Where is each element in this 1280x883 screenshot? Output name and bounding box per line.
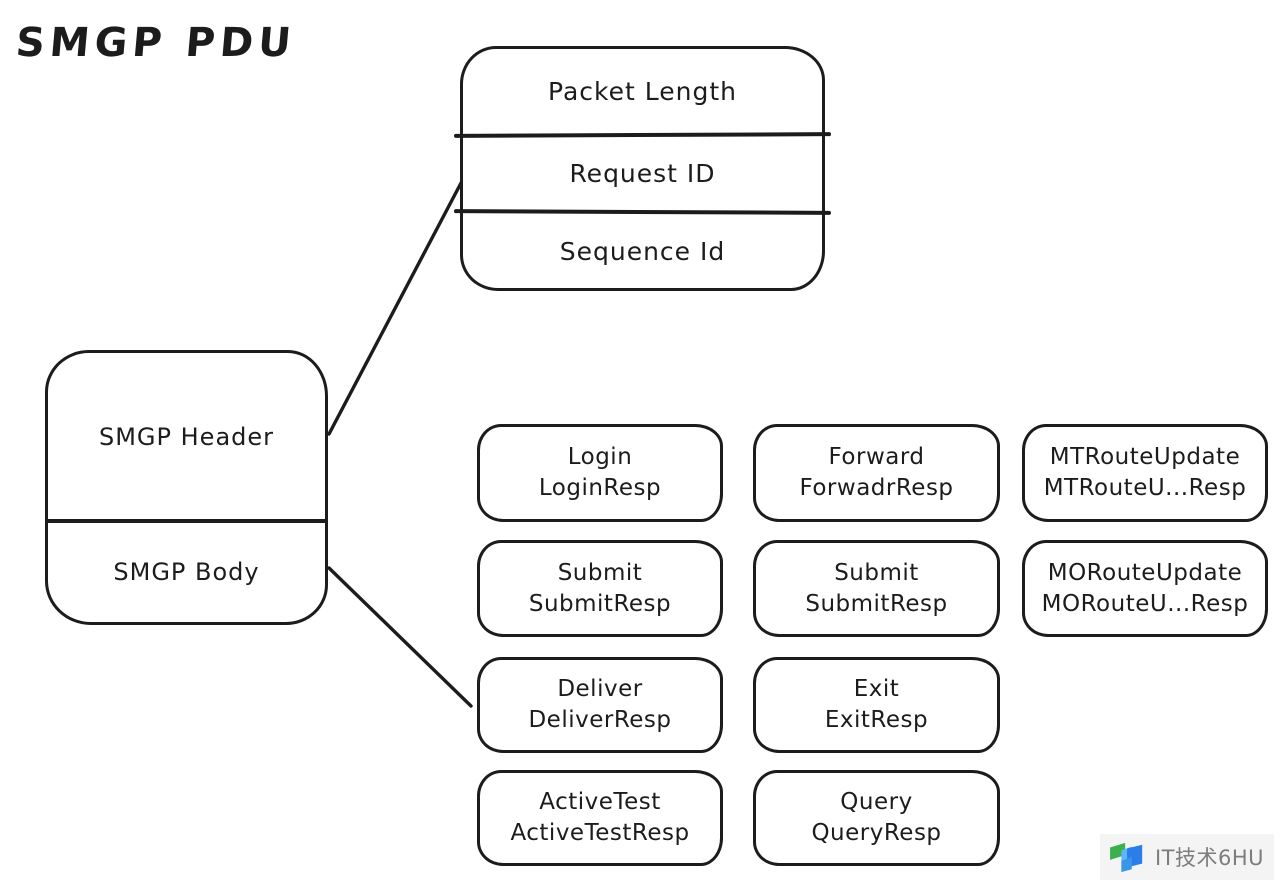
watermark-text: IT技术6HU bbox=[1154, 846, 1264, 870]
op-box-forward: Forward ForwadrResp bbox=[753, 424, 1000, 522]
pdu-box: SMGP Header SMGP Body bbox=[45, 350, 328, 625]
op-label: LoginResp bbox=[538, 475, 662, 501]
op-label: QueryResp bbox=[811, 820, 942, 846]
op-box-query: Query QueryResp bbox=[753, 770, 1000, 866]
watermark: IT技术6HU bbox=[1099, 834, 1274, 880]
field-request-id: Request ID bbox=[569, 158, 716, 188]
op-label: Submit bbox=[557, 559, 643, 586]
op-box-morouteupdate: MORouteUpdate MORouteU...Resp bbox=[1022, 540, 1268, 637]
op-label: Submit bbox=[834, 559, 919, 586]
op-label: Exit bbox=[853, 676, 900, 702]
op-label: DeliverResp bbox=[528, 707, 672, 733]
op-label: MTRouteU...Resp bbox=[1043, 475, 1247, 501]
op-label: ExitResp bbox=[824, 707, 929, 733]
op-box-mtrouteupdate: MTRouteUpdate MTRouteU...Resp bbox=[1022, 424, 1268, 522]
op-label: ActiveTest bbox=[539, 789, 661, 815]
pdu-body-section: SMGP Body bbox=[113, 557, 260, 586]
op-label: Forward bbox=[828, 444, 925, 470]
op-box-deliver: Deliver DeliverResp bbox=[477, 657, 723, 753]
op-label: ActiveTestResp bbox=[510, 820, 690, 846]
op-box-submit-1: Submit SubmitResp bbox=[477, 540, 723, 637]
op-label: MTRouteUpdate bbox=[1049, 444, 1241, 470]
divider-line bbox=[45, 519, 328, 523]
pdu-header-section: SMGP Header bbox=[98, 423, 275, 451]
field-packet-length: Packet Length bbox=[548, 77, 737, 106]
op-box-login: Login LoginResp bbox=[477, 424, 723, 522]
op-box-activetest: ActiveTest ActiveTestResp bbox=[477, 770, 723, 866]
op-label: Query bbox=[840, 789, 913, 815]
op-box-submit-2: Submit SubmitResp bbox=[753, 540, 1000, 637]
op-label: MORouteUpdate bbox=[1047, 559, 1243, 586]
connector-body-to-ops bbox=[327, 566, 473, 708]
op-label: SubmitResp bbox=[528, 590, 672, 617]
connector-header-to-fields bbox=[327, 181, 463, 436]
op-label: Login bbox=[567, 444, 633, 470]
op-label: SubmitResp bbox=[805, 590, 948, 617]
op-box-exit: Exit ExitResp bbox=[753, 657, 1000, 753]
op-label: ForwadrResp bbox=[799, 475, 954, 501]
field-sequence-id: Sequence Id bbox=[559, 237, 726, 266]
header-fields-box: Packet Length Request ID Sequence Id bbox=[453, 46, 832, 291]
op-label: Deliver bbox=[557, 676, 643, 702]
watermark-logo-icon bbox=[1110, 842, 1143, 873]
op-label: MORouteU...Resp bbox=[1041, 590, 1249, 617]
diagram-title: SMGP PDU bbox=[13, 20, 298, 66]
